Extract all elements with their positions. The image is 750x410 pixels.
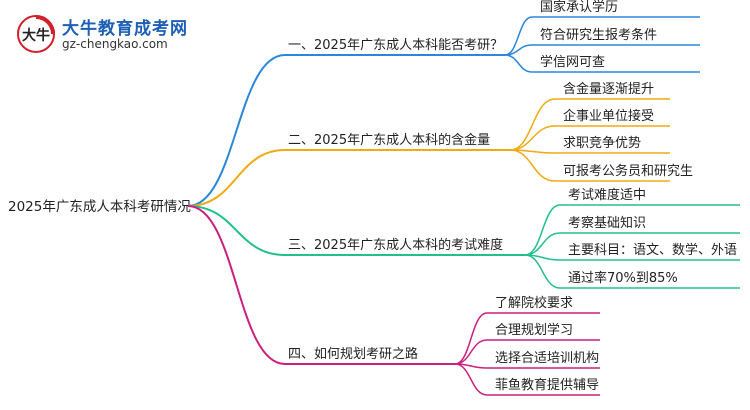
child-label: 了解院校要求 [495,295,573,311]
branch-label: 四、如何规划考研之路 [288,346,418,362]
child-label: 企事业单位接受 [563,108,654,124]
logo-title: 大牛教育成考网 [62,19,188,39]
child-connector [454,339,488,365]
child-label: 通过率70%到85% [568,270,678,286]
child-label: 选择合适培训机构 [495,350,599,366]
child-connector [504,16,533,56]
child-connector [524,204,561,256]
child-connector [509,149,556,182]
logo-url: gz-chengkao.com [62,37,168,51]
child-label: 含金量逐渐提升 [563,81,654,97]
branch-label: 一、2025年广东成人本科能否考研？ [288,38,503,53]
child-connector [524,232,561,256]
child-label: 主要科目：语文、数学、外语 [568,242,737,258]
logo-mark-text: 大牛 [22,27,50,44]
logo-mark-icon: 大牛 [17,15,55,53]
child-label: 合理规划学习 [495,322,573,338]
child-label: 求职竞争优势 [563,135,641,151]
child-connector [509,98,556,151]
child-label: 学信网可查 [540,54,605,70]
branch-connector [187,205,286,365]
child-label: 考试难度适中 [568,187,646,203]
child-label: 国家承认学历 [540,0,618,15]
site-logo[interactable]: 大牛 大牛教育成考网 gz-chengkao.com [12,12,212,56]
child-label: 可报考公务员和研究生 [563,163,693,179]
child-connector [504,54,533,73]
branch-label: 二、2025年广东成人本科的含金量 [288,132,490,148]
branch-label: 三、2025年广东成人本科的考试难度 [288,237,503,253]
branch-connector [187,54,286,207]
branch-connector [187,149,286,207]
child-label: 符合研究生报考条件 [540,27,657,43]
child-connector [454,363,488,396]
child-connector [454,312,488,365]
branch-connector [187,205,286,256]
child-label: 考察基础知识 [568,215,646,231]
child-connector [509,125,556,151]
root-label: 2025年广东成人本科考研情况 [8,199,191,215]
child-label: 菲鱼教育提供辅导 [495,377,599,393]
child-connector [524,254,561,289]
